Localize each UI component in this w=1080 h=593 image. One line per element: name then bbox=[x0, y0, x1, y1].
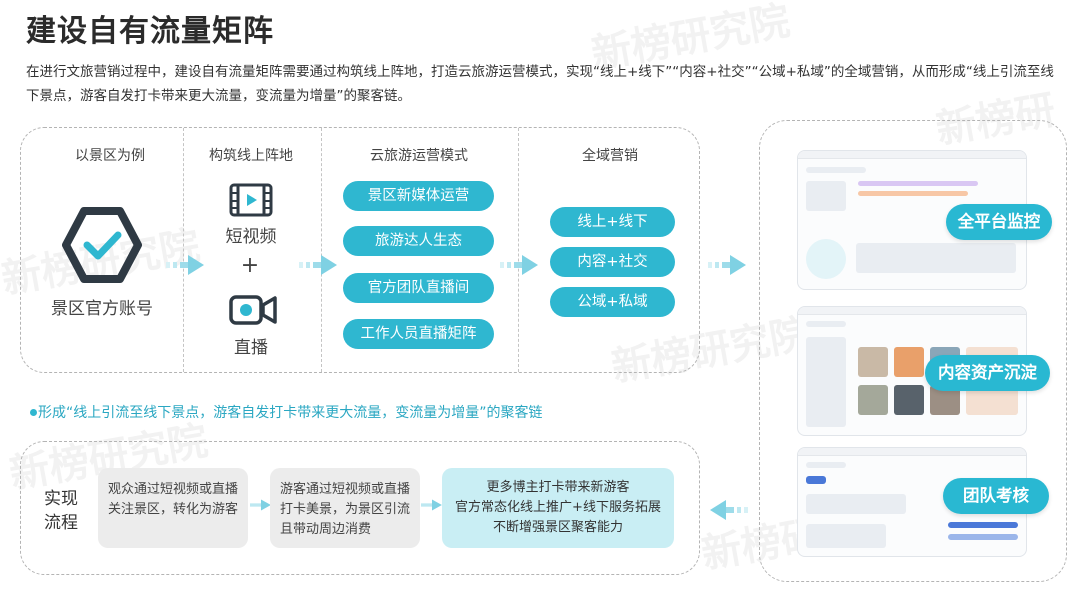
flow-label: 实现 流程 bbox=[44, 489, 78, 533]
official-account-label: 景区官方账号 bbox=[51, 299, 153, 319]
cloud-item: 旅游达人生态 bbox=[343, 226, 494, 256]
verified-check-icon bbox=[62, 205, 142, 285]
arrow-right-icon bbox=[500, 255, 538, 275]
marketing-item: 公域+私域 bbox=[550, 287, 675, 317]
screen-tag: 内容资产沉淀 bbox=[925, 355, 1050, 391]
example-heading: 以景区为例 bbox=[75, 148, 145, 164]
monitor-screenshot bbox=[797, 150, 1027, 290]
arrow-right-icon bbox=[708, 255, 746, 275]
marketing-item: 内容+社交 bbox=[550, 247, 675, 277]
flow-panel bbox=[20, 441, 700, 575]
summary-bullet: 形成“线上引流至线下景点，游客自发打卡带来更大流量，变流量为增量”的聚客链 bbox=[38, 405, 543, 421]
bullet-dot bbox=[30, 409, 37, 416]
arrow-right-icon bbox=[166, 255, 204, 275]
live-stream-label: 直播 bbox=[234, 338, 268, 358]
cloud-travel-heading: 云旅游运营模式 bbox=[370, 148, 468, 164]
video-icon bbox=[229, 183, 273, 217]
content-screenshot bbox=[797, 306, 1027, 436]
screen-tag: 团队考核 bbox=[943, 478, 1049, 514]
cloud-item: 工作人员直播矩阵 bbox=[343, 319, 494, 349]
flow-step: 观众通过短视频或直播关注景区，转化为游客 bbox=[98, 468, 248, 548]
arrow-right-icon bbox=[299, 255, 337, 275]
column-divider bbox=[321, 128, 322, 372]
cloud-item: 官方团队直播间 bbox=[343, 273, 494, 303]
camera-icon bbox=[229, 293, 277, 327]
screen-tag: 全平台监控 bbox=[946, 204, 1052, 240]
flow-step: 游客通过短视频或直播打卡美景，为景区引流且带动周边消费 bbox=[270, 468, 420, 548]
strategy-panel bbox=[20, 127, 700, 373]
arrow-right-icon bbox=[421, 499, 442, 511]
intro-paragraph: 在进行文旅营销过程中，建设自有流量矩阵需要通过构筑线上阵地，打造云旅游运营模式，… bbox=[26, 64, 1054, 104]
column-divider bbox=[518, 128, 519, 372]
marketing-item: 线上+线下 bbox=[550, 207, 675, 237]
plus-sign: + bbox=[240, 253, 260, 278]
arrow-left-icon bbox=[710, 500, 748, 520]
flow-step-highlight: 更多博主打卡带来新游客 官方常态化线上推广+线下服务拓展 不断增强景区聚客能力 bbox=[442, 468, 674, 548]
all-domain-heading: 全域营销 bbox=[582, 148, 638, 164]
short-video-label: 短视频 bbox=[225, 227, 277, 247]
online-base-heading: 构筑线上阵地 bbox=[209, 148, 293, 164]
platform-panel bbox=[759, 120, 1067, 582]
cloud-item: 景区新媒体运营 bbox=[343, 181, 494, 211]
page-title: 建设自有流量矩阵 bbox=[26, 14, 274, 49]
column-divider bbox=[183, 128, 184, 372]
arrow-right-icon bbox=[250, 499, 271, 511]
